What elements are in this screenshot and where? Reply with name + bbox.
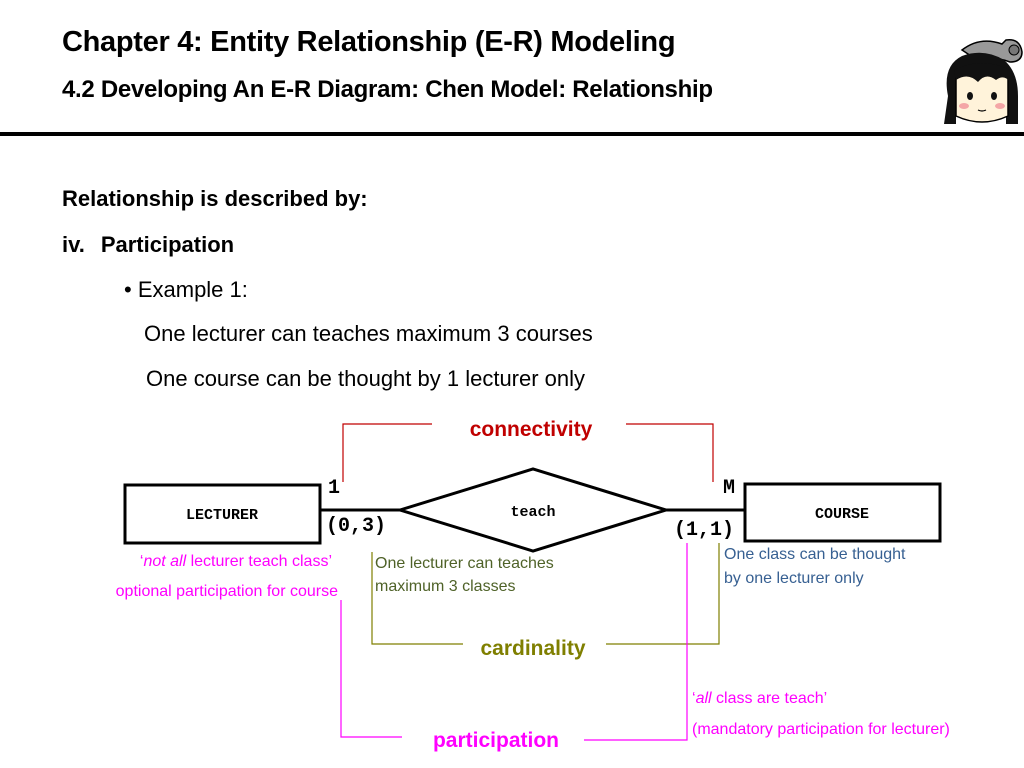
cardinality-note-right-1: One class can be thought — [724, 546, 906, 563]
bullet-item: • Example 1: — [124, 277, 248, 303]
example-line-1: One lecturer can teaches maximum 3 cours… — [144, 321, 593, 346]
mandatory-participation-detail: (mandatory participation for lecturer) — [692, 721, 950, 738]
participation-bracket-right — [584, 543, 688, 741]
not-all-emphasis: not all — [143, 553, 187, 570]
cardinality-bracket-left — [371, 552, 463, 645]
cardinality-left-value: (0,3) — [326, 515, 386, 538]
relationship-label: teach — [510, 504, 555, 521]
cardinality-label: cardinality — [480, 637, 585, 660]
relationship-diamond — [394, 467, 672, 553]
item-heading: iv. Participation — [62, 232, 234, 258]
bullet-text: Example 1: — [137, 277, 248, 302]
connectivity-left-value: 1 — [328, 477, 340, 500]
connectivity-label: connectivity — [470, 418, 593, 441]
participation-label: participation — [433, 729, 559, 752]
page-subtitle: 4.2 Developing An E-R Diagram: Chen Mode… — [62, 76, 713, 103]
connectivity-bracket-right — [626, 423, 714, 482]
item-title: Participation — [100, 232, 235, 257]
all-emphasis: all — [695, 690, 712, 707]
cardinality-note-right-2: by one lecturer only — [724, 570, 864, 587]
page-title: Chapter 4: Entity Relationship (E-R) Mod… — [62, 26, 676, 58]
optional-participation-note: ‘not all lecturer teach class’ — [139, 553, 332, 570]
connectivity-right-value: M — [723, 477, 735, 500]
connectivity-bracket — [342, 423, 432, 482]
section-heading: Relationship is described by: — [62, 186, 368, 211]
example-line-2: One course can be thought by 1 lecturer … — [146, 366, 586, 391]
entity-lecturer-box — [123, 483, 322, 545]
item-number: iv. — [62, 232, 85, 257]
optional-participation-detail: optional participation for course — [115, 583, 338, 600]
cardinality-note-left-2: maximum 3 classes — [375, 578, 516, 595]
cardinality-note-left-1: One lecturer can teaches — [375, 555, 554, 572]
entity-lecturer-label: LECTURER — [186, 507, 258, 524]
participation-bracket-left — [340, 600, 402, 738]
cardinality-right-value: (1,1) — [674, 519, 734, 542]
cardinality-bracket-right — [606, 543, 720, 645]
entity-course-box — [743, 482, 942, 543]
entity-course-label: COURSE — [815, 506, 869, 523]
cartoon-girl-avatar-icon — [944, 39, 1023, 124]
mandatory-participation-note: ‘all class are teach’ — [692, 690, 828, 707]
bullet-dot-icon: • — [124, 277, 132, 302]
title-divider — [0, 132, 1024, 136]
